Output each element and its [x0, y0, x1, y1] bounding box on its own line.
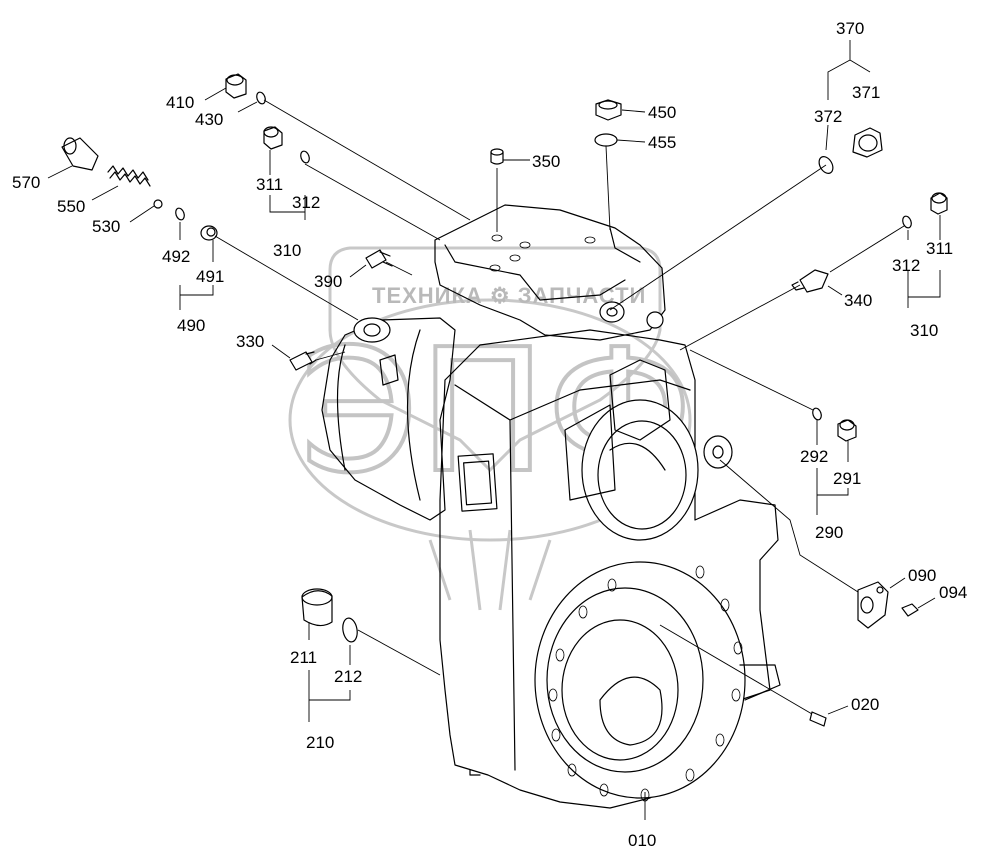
label-090: 090 [908, 566, 936, 585]
label-450: 450 [648, 103, 676, 122]
part-410-plug [225, 73, 247, 99]
part-330-fitting [289, 351, 317, 371]
label-311-left: 311 [256, 175, 283, 194]
label-570: 570 [12, 173, 40, 192]
part-292-oring [812, 407, 822, 421]
label-530: 530 [92, 217, 120, 236]
part-492-oring [175, 207, 185, 221]
label-550: 550 [57, 197, 85, 216]
label-311-right: 311 [926, 239, 953, 258]
part-labels: 370 371 372 410 430 450 455 350 570 550 … [12, 19, 967, 850]
label-455: 455 [648, 133, 676, 152]
part-311-plug-right [930, 192, 948, 215]
label-292: 292 [800, 447, 828, 466]
leader-lines [47, 40, 941, 820]
part-450-plug [595, 99, 622, 121]
part-550-spring [107, 165, 151, 187]
label-430: 430 [195, 110, 223, 129]
label-340: 340 [844, 291, 872, 310]
part-311-plug-left [263, 126, 283, 150]
label-094: 094 [939, 583, 967, 602]
part-211-plug [301, 588, 333, 627]
part-340-fitting [791, 269, 829, 293]
part-020-pin [809, 711, 827, 727]
part-530-ball [153, 199, 163, 209]
label-290: 290 [815, 523, 843, 542]
part-455-oring [594, 133, 618, 147]
label-010: 010 [628, 831, 656, 850]
part-491-plug [200, 225, 218, 241]
label-350: 350 [532, 152, 560, 171]
label-310-left: 310 [273, 241, 301, 260]
label-390: 390 [314, 272, 342, 291]
part-371-plug [852, 127, 883, 158]
part-390-fitting [365, 249, 393, 269]
part-094-bolt [901, 603, 919, 617]
part-350-pin [490, 148, 504, 165]
label-291: 291 [833, 469, 861, 488]
label-310-right: 310 [910, 321, 938, 340]
label-312-right: 312 [892, 256, 920, 275]
part-090-cover [857, 581, 889, 629]
label-330: 330 [236, 332, 264, 351]
part-312-oring-right [902, 215, 912, 229]
part-430-oring [256, 91, 266, 105]
label-210: 210 [306, 733, 334, 752]
label-492: 492 [162, 247, 190, 266]
part-570-plunger [61, 137, 99, 171]
label-490: 490 [177, 316, 205, 335]
label-370: 370 [836, 19, 864, 38]
label-212: 212 [334, 667, 362, 686]
label-410: 410 [166, 93, 194, 112]
bolt-holes [548, 565, 743, 802]
label-020: 020 [851, 695, 879, 714]
label-211: 211 [290, 648, 317, 667]
label-372: 372 [814, 107, 842, 126]
label-491: 491 [196, 267, 224, 286]
label-371: 371 [852, 83, 880, 102]
part-291-plug [837, 419, 857, 442]
label-312-left: 312 [292, 193, 320, 212]
part-212-oring [342, 617, 358, 643]
main-housing-010 [321, 204, 781, 809]
part-312-oring-left [300, 150, 310, 164]
